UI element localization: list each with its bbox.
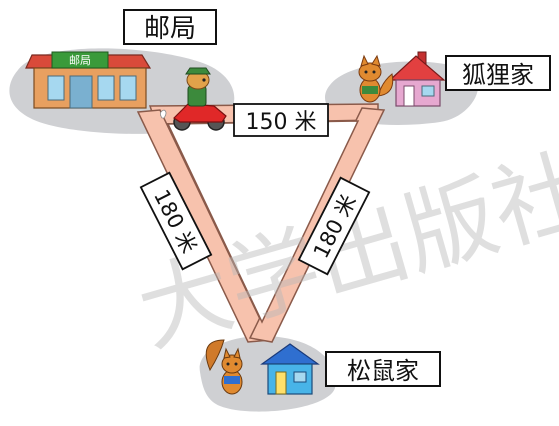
post-office-label: 邮局 bbox=[123, 9, 217, 45]
fox-house-icon bbox=[388, 51, 446, 107]
post-office-building-icon: 邮局 bbox=[25, 51, 152, 109]
squirrel-house-icon bbox=[260, 343, 320, 395]
fox-home-label-text: 狐狸家 bbox=[462, 61, 534, 89]
post-office-label-text: 邮局 bbox=[144, 14, 196, 44]
squirrel-home-label-text: 松鼠家 bbox=[347, 357, 419, 385]
fox-icon bbox=[358, 54, 394, 103]
fox-home-label: 狐狸家 bbox=[445, 55, 551, 91]
distance-post-to-fox: 150 米 bbox=[233, 103, 329, 137]
squirrel-icon bbox=[205, 339, 243, 395]
post-office-sign-text: 邮局 bbox=[69, 54, 91, 67]
dog-postman-on-motorbike-icon bbox=[160, 67, 227, 131]
distance-post-to-fox-text: 150 米 bbox=[246, 110, 317, 135]
squirrel-home-label: 松鼠家 bbox=[325, 351, 441, 387]
